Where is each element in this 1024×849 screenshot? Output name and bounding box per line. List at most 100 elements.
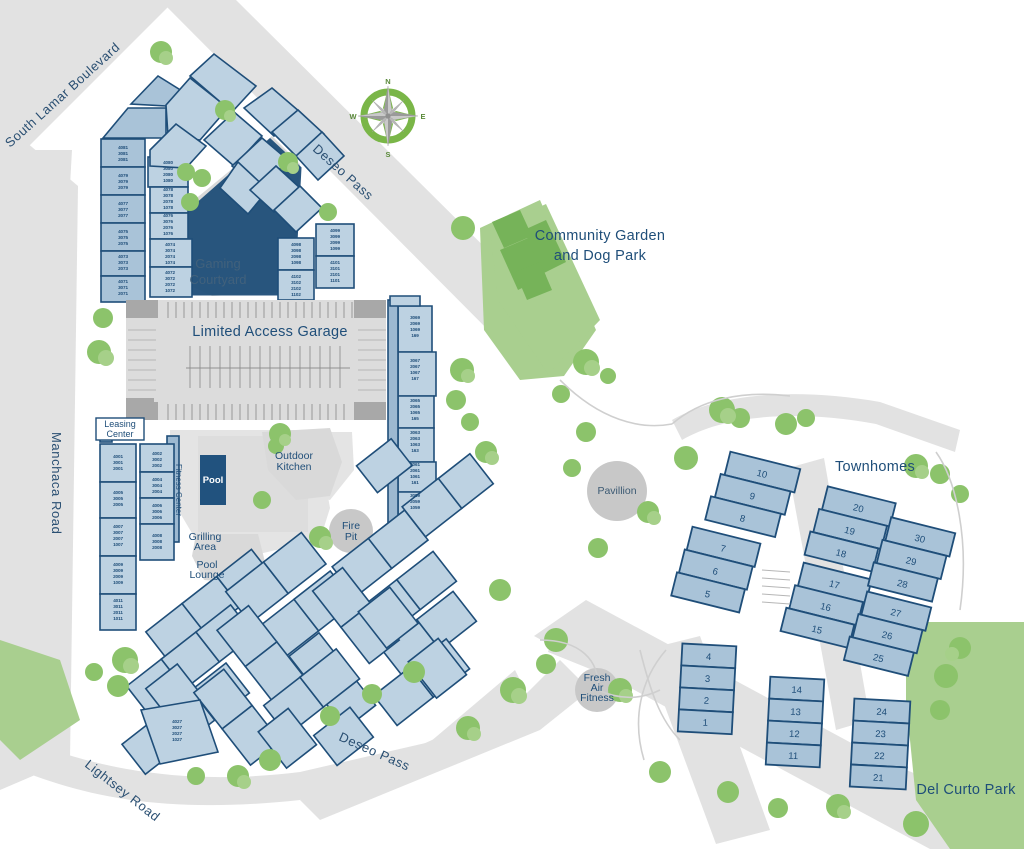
unit: 2006 — [152, 515, 162, 520]
unit: 3063 — [410, 430, 420, 435]
townhomes-cluster-h — [842, 590, 933, 677]
unit: 2061 — [410, 468, 420, 473]
building-north-outer-west — [100, 52, 258, 303]
townhome-number[interactable]: 12 — [789, 729, 800, 741]
townhome-number[interactable]: 4 — [706, 652, 712, 663]
unit: 2067 — [410, 364, 420, 369]
fresh-air-fitness-label-line3: Fitness — [580, 692, 614, 704]
unit: 3008 — [152, 539, 162, 544]
townhome-number[interactable]: 20 — [852, 502, 865, 515]
building-north-inner-west — [147, 122, 208, 298]
unit: 2071 — [118, 291, 128, 296]
townhome-number[interactable]: 7 — [719, 543, 727, 555]
unit: 3027 — [172, 725, 182, 730]
pool-label: Pool — [203, 475, 224, 486]
townhome-number[interactable]: 1 — [702, 718, 708, 729]
unit: 3009 — [113, 568, 123, 573]
units-west-leasing-col: 4001 3001 2001 4005 3005 2005 4007 3007 … — [113, 454, 123, 621]
units-west-inner-col: 4002 3002 2002 4004 3004 2004 4006 3006 … — [152, 451, 162, 550]
townhome-number[interactable]: 18 — [834, 547, 847, 560]
townhome-number[interactable]: 22 — [874, 751, 885, 763]
unit: 3005 — [113, 496, 123, 501]
units-southwest-corner: 4027 3027 2027 1027 — [172, 719, 182, 742]
unit: 2063 — [410, 436, 420, 441]
townhome-number[interactable]: 14 — [791, 685, 802, 697]
townhome-number[interactable]: 8 — [739, 513, 747, 525]
townhome-parking-hatch — [761, 569, 791, 605]
pavillion-label: Pavillion — [597, 485, 636, 497]
unit: 3075 — [118, 235, 128, 240]
townhome-number[interactable]: 24 — [876, 707, 887, 719]
limited-access-garage — [126, 300, 386, 420]
unit: 2099 — [330, 240, 340, 245]
unit: 3004 — [152, 483, 162, 488]
fire-pit-label-line2: Pit — [345, 531, 357, 543]
pavillion-shape — [587, 461, 647, 521]
unit: 1059 — [410, 505, 420, 510]
townhome-number[interactable]: 30 — [913, 533, 926, 546]
townhomes-cluster-c — [676, 642, 738, 736]
building-north-courtyard-east — [277, 237, 315, 301]
roads-layer — [0, 0, 560, 806]
townhome-number[interactable]: 11 — [788, 751, 798, 763]
townhome-number[interactable]: 9 — [748, 491, 756, 503]
townhome-number[interactable]: 15 — [810, 624, 823, 637]
unit: 165 — [411, 416, 419, 421]
unit: 2072 — [165, 282, 175, 287]
unit: 3098 — [291, 248, 301, 253]
unit: 3081 — [118, 151, 128, 156]
townhome-number[interactable]: 27 — [889, 607, 902, 620]
unit: 4005 — [113, 490, 123, 495]
unit: 1099 — [330, 246, 340, 251]
unit: 1009 — [113, 580, 123, 585]
unit: 2075 — [118, 241, 128, 246]
unit: 1063 — [410, 442, 420, 447]
townhome-number[interactable]: 6 — [711, 566, 719, 578]
unit: 4011 — [113, 598, 123, 603]
townhome-number[interactable]: 28 — [896, 578, 909, 591]
unit: 4072 — [165, 270, 175, 275]
townhome-number[interactable]: 13 — [790, 707, 801, 719]
townhome-number[interactable]: 10 — [755, 468, 768, 481]
unit: 4074 — [165, 242, 175, 247]
fresh-air-fitness-label-line2: Air — [591, 682, 604, 694]
townhome-number[interactable]: 25 — [872, 652, 885, 665]
unit: 2065 — [410, 404, 420, 409]
unit: 2002 — [152, 463, 162, 468]
unit: 4079 — [118, 173, 128, 178]
unit: 2098 — [291, 254, 301, 259]
townhome-number[interactable]: 23 — [875, 729, 886, 741]
townhomes-cluster-e — [803, 485, 897, 573]
townhome-number[interactable]: 21 — [873, 773, 884, 785]
unit: 4073 — [118, 254, 128, 259]
townhome-number[interactable]: 26 — [881, 630, 894, 643]
leasing-center-label-line2: Center — [106, 429, 133, 439]
unit: 3061 — [410, 462, 420, 467]
unit: 1011 — [113, 616, 123, 621]
unit: 4007 — [113, 524, 123, 529]
unit: 167 — [411, 376, 419, 381]
building-north-outer-east — [315, 223, 355, 289]
unit: 3079 — [118, 179, 128, 184]
townhome-number[interactable]: 29 — [905, 555, 918, 568]
townhome-number[interactable]: 16 — [819, 601, 832, 614]
unit: 2007 — [113, 536, 123, 541]
compass-rose: N E S W — [349, 77, 425, 159]
townhomes-cluster-a — [704, 450, 802, 539]
townhome-number[interactable]: 19 — [843, 525, 856, 538]
community-garden-label-line2: and Dog Park — [554, 248, 647, 264]
townhome-number[interactable]: 17 — [828, 579, 841, 592]
townhome-number[interactable]: 3 — [705, 674, 711, 685]
townhome-number[interactable]: 2 — [703, 696, 709, 707]
compass-north-label: N — [385, 77, 390, 86]
unit: 3072 — [165, 276, 175, 281]
unit: 2081 — [118, 157, 128, 162]
pool-lounge-label-line1: Pool — [196, 559, 217, 571]
units-north-courtyard-east: 4098 3098 2098 1098 4102 3102 2102 1102 — [291, 242, 301, 297]
unit: 3071 — [118, 285, 128, 290]
unit: 2004 — [152, 489, 162, 494]
pool-lounge-label-line2: Lounge — [189, 569, 224, 581]
townhome-number[interactable]: 5 — [704, 589, 712, 601]
unit-numbers-layer: 4081 3081 2081 4079 3079 2079 4077 3077 … — [113, 145, 420, 742]
unit: 4075 — [118, 229, 128, 234]
